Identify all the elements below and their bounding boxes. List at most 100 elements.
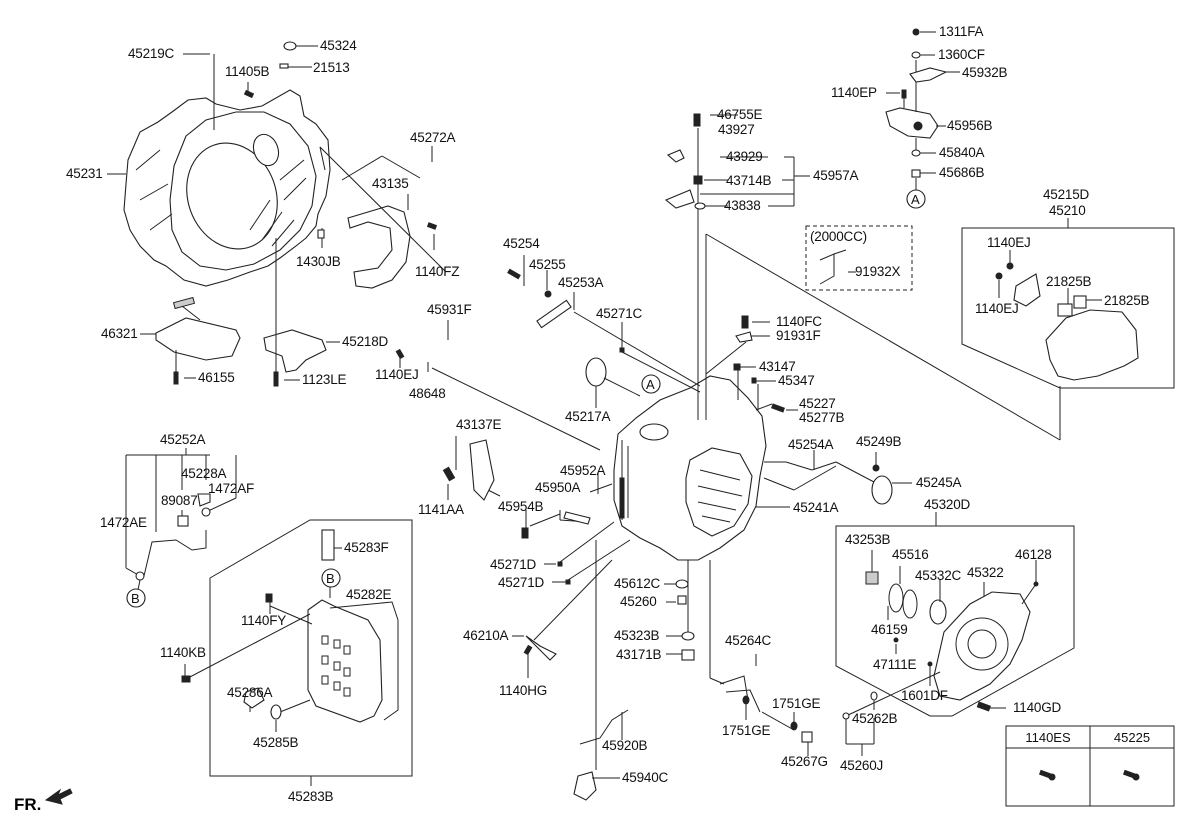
part-label[interactable]: 45255	[529, 257, 566, 272]
breather-hose[interactable]	[143, 530, 207, 577]
part-label[interactable]: 1140FY	[241, 613, 287, 628]
part-label[interactable]: 45516	[892, 547, 929, 562]
shift-cable[interactable]	[579, 709, 629, 745]
part-label[interactable]: 46155	[198, 370, 235, 385]
part-label[interactable]: 45323B	[614, 628, 660, 643]
part-label[interactable]: 45260J	[840, 758, 884, 773]
part-label[interactable]: 45245A	[916, 475, 962, 490]
side-cover-45322[interactable]	[933, 591, 1031, 701]
part-label[interactable]: 46128	[1015, 547, 1052, 562]
part-label[interactable]: 45324	[320, 38, 357, 53]
oil-seal-45332C[interactable]	[929, 599, 947, 625]
part-label[interactable]: 48648	[409, 386, 446, 401]
part-label[interactable]: 91931F	[776, 328, 821, 343]
part-label[interactable]: 1472AF	[208, 481, 255, 496]
bracket-45218D[interactable]	[263, 329, 327, 373]
cover-43135[interactable]	[347, 205, 411, 289]
part-label[interactable]: 46321	[101, 326, 138, 341]
mount-bracket-45210[interactable]	[1013, 273, 1139, 381]
part-label[interactable]: 45218D	[342, 334, 389, 349]
part-label[interactable]: 45282E	[346, 587, 392, 602]
part-label[interactable]: 45228A	[181, 466, 227, 481]
part-label[interactable]: 1472AE	[100, 515, 147, 530]
part-label[interactable]: 45322	[967, 565, 1004, 580]
inhibitor-switch[interactable]	[885, 107, 939, 139]
part-label[interactable]: 46159	[871, 622, 908, 637]
part-label[interactable]: 89087	[161, 493, 198, 508]
part-label[interactable]: 45227	[799, 396, 836, 411]
part-label[interactable]: 45252A	[160, 432, 206, 447]
part-label[interactable]: 45320D	[924, 497, 971, 512]
part-label[interactable]: 45840A	[939, 145, 985, 160]
part-label[interactable]: 1141AA	[418, 502, 464, 517]
transmission-case[interactable]	[613, 375, 767, 561]
part-label[interactable]: 1140EP	[831, 85, 877, 100]
o-ring-45516[interactable]	[902, 589, 918, 619]
oil-seal-45245A[interactable]	[871, 475, 893, 505]
part-label[interactable]: 1360CF	[938, 47, 985, 62]
part-label[interactable]: 45283F	[344, 540, 389, 555]
converter-housing[interactable]	[123, 89, 331, 287]
part-label[interactable]: 45217A	[565, 409, 611, 424]
part-label[interactable]: 1140FC	[776, 314, 822, 329]
part-label[interactable]: 45931F	[427, 302, 472, 317]
part-label[interactable]: 45956B	[947, 118, 993, 133]
part-label[interactable]: 45267G	[781, 754, 828, 769]
part-label[interactable]: 43135	[372, 176, 409, 191]
part-label[interactable]: 45272A	[410, 130, 456, 145]
part-label[interactable]: 11405B	[225, 64, 270, 79]
part-label[interactable]: 21825B	[1046, 274, 1092, 289]
part-label[interactable]: 45253A	[558, 275, 604, 290]
part-label[interactable]: 45332C	[915, 568, 962, 583]
part-label[interactable]: 21513	[313, 60, 350, 75]
part-label[interactable]: 45241A	[793, 500, 839, 515]
part-label[interactable]: 43927	[718, 122, 755, 137]
cable-bracket[interactable]	[573, 771, 597, 801]
part-label[interactable]: 46210A	[463, 628, 509, 643]
part-label[interactable]: 1430JB	[296, 254, 341, 269]
part-label[interactable]: 45271D	[498, 575, 545, 590]
part-label[interactable]: 45271D	[490, 557, 537, 572]
part-label[interactable]: 45254A	[788, 437, 834, 452]
part-label[interactable]: 1140EJ	[975, 301, 1019, 316]
cooler-pipes[interactable]	[719, 675, 761, 713]
part-label[interactable]: 43714B	[726, 173, 772, 188]
part-label[interactable]: 45254	[503, 236, 540, 251]
part-label[interactable]: 1751GE	[722, 723, 771, 738]
oil-strainer[interactable]	[155, 296, 241, 361]
oil-seal-45217A[interactable]	[585, 357, 607, 387]
part-label[interactable]: 46755E	[717, 107, 763, 122]
part-label[interactable]: 45271C	[596, 306, 643, 321]
part-label[interactable]: 21825B	[1104, 293, 1150, 308]
part-label[interactable]: 1140EJ	[375, 367, 419, 382]
part-label[interactable]: 1140FZ	[415, 264, 460, 279]
part-label[interactable]: 45283B	[288, 789, 334, 804]
part-label[interactable]: 45347	[778, 373, 815, 388]
part-label[interactable]: 1123LE	[302, 372, 347, 387]
part-label[interactable]: 43929	[726, 149, 763, 164]
part-label[interactable]: 45231	[66, 166, 103, 181]
part-label[interactable]: 43137E	[456, 417, 502, 432]
part-label[interactable]: 45286A	[227, 685, 273, 700]
part-label[interactable]: 45940C	[622, 770, 669, 785]
part-label[interactable]: 45260	[620, 594, 657, 609]
part-label[interactable]: 45249B	[856, 434, 902, 449]
part-label[interactable]: 43171B	[616, 647, 662, 662]
part-label[interactable]: 45210	[1049, 203, 1086, 218]
part-label[interactable]: 45285B	[253, 735, 299, 750]
part-label[interactable]: 1140KB	[160, 645, 206, 660]
part-label[interactable]: 45920B	[602, 738, 648, 753]
part-label[interactable]: 45950A	[535, 480, 581, 495]
part-label[interactable]: 45277B	[799, 410, 845, 425]
part-label[interactable]: 45612C	[614, 576, 661, 591]
part-label[interactable]: 45932B	[962, 65, 1008, 80]
part-label[interactable]: 1140GD	[1013, 700, 1062, 715]
o-ring-46159[interactable]	[888, 583, 904, 613]
part-label[interactable]: 45264C	[725, 633, 772, 648]
bracket-91932X[interactable]	[819, 249, 847, 285]
part-label[interactable]: 1140HG	[499, 683, 548, 698]
part-label[interactable]: 1751GE	[772, 696, 821, 711]
part-label[interactable]: 45957A	[813, 168, 859, 183]
part-label[interactable]: 45954B	[498, 499, 544, 514]
part-label[interactable]: 91932X	[855, 264, 901, 279]
